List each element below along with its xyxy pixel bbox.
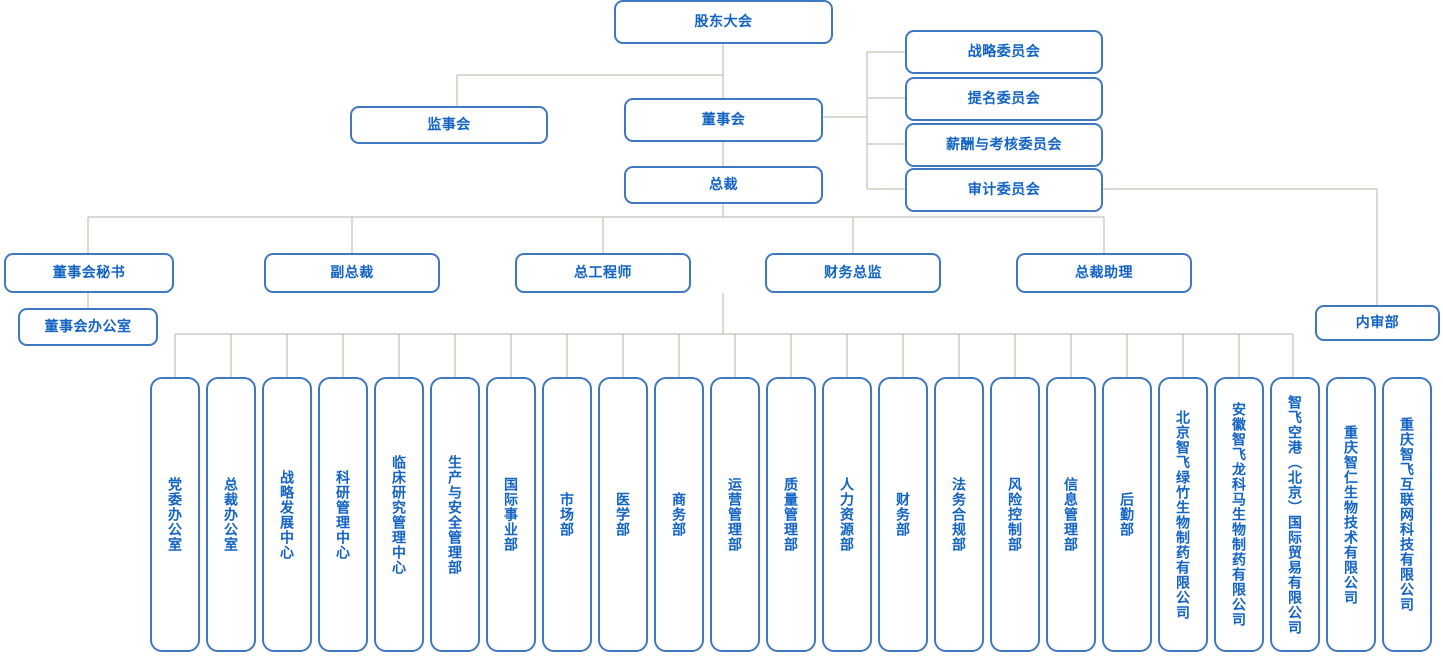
node-label: 审计委员会	[967, 181, 1041, 198]
node-subsidiary[interactable]: 重庆智飞互联网科技有限公司	[1382, 377, 1432, 652]
node-label: 副总裁	[330, 264, 374, 281]
node-department[interactable]: 质量管理部	[766, 377, 816, 652]
node-label: 法务合规部	[951, 477, 968, 552]
node-department[interactable]: 临床研究管理中心	[374, 377, 424, 652]
node-label: 医学部	[615, 492, 632, 537]
node-department[interactable]: 法务合规部	[934, 377, 984, 652]
node-committee-compensation[interactable]: 薪酬与考核委员会	[905, 123, 1103, 167]
node-department[interactable]: 商务部	[654, 377, 704, 652]
node-subsidiary[interactable]: 重庆智仁生物技术有限公司	[1326, 377, 1376, 652]
node-label: 人力资源部	[839, 477, 856, 552]
node-cfo[interactable]: 财务总监	[765, 253, 941, 293]
node-label: 总裁助理	[1075, 264, 1133, 281]
node-department[interactable]: 国际事业部	[486, 377, 536, 652]
node-label: 董事会办公室	[44, 318, 132, 335]
node-label: 薪酬与考核委员会	[946, 136, 1062, 153]
node-department[interactable]: 党委办公室	[150, 377, 200, 652]
node-subsidiary[interactable]: 智飞空港（北京）国际贸易有限公司	[1270, 377, 1320, 652]
node-label: 党委办公室	[167, 477, 184, 552]
node-label: 战略委员会	[967, 43, 1041, 60]
node-label: 科研管理中心	[335, 469, 352, 560]
node-department[interactable]: 生产与安全管理部	[430, 377, 480, 652]
node-label: 生产与安全管理部	[447, 454, 464, 575]
node-department[interactable]: 运营管理部	[710, 377, 760, 652]
node-label: 北京智飞绿竹生物制药有限公司	[1175, 409, 1192, 620]
node-shareholders-meeting[interactable]: 股东大会	[614, 0, 833, 44]
node-label: 董事会秘书	[52, 264, 126, 281]
node-department[interactable]: 战略发展中心	[262, 377, 312, 652]
node-label: 董事会	[701, 111, 746, 128]
node-department[interactable]: 风险控制部	[990, 377, 1040, 652]
node-label: 风险控制部	[1007, 477, 1024, 552]
node-subsidiary[interactable]: 北京智飞绿竹生物制药有限公司	[1158, 377, 1208, 652]
node-department[interactable]: 信息管理部	[1046, 377, 1096, 652]
node-label: 监事会	[427, 116, 471, 133]
node-label: 智飞空港（北京）国际贸易有限公司	[1287, 394, 1304, 635]
node-board-of-directors[interactable]: 董事会	[624, 98, 823, 142]
node-label: 财务部	[895, 492, 912, 537]
node-label: 重庆智仁生物技术有限公司	[1343, 424, 1360, 605]
node-department[interactable]: 人力资源部	[822, 377, 872, 652]
node-board-office[interactable]: 董事会办公室	[18, 308, 158, 346]
node-label: 总工程师	[574, 264, 632, 281]
node-label: 市场部	[559, 492, 576, 537]
node-label: 财务总监	[824, 264, 882, 281]
node-label: 质量管理部	[783, 477, 800, 552]
node-department[interactable]: 医学部	[598, 377, 648, 652]
node-label: 内审部	[1355, 314, 1400, 331]
node-supervisory-board[interactable]: 监事会	[350, 106, 548, 144]
node-label: 战略发展中心	[279, 469, 296, 560]
node-label: 重庆智飞互联网科技有限公司	[1399, 417, 1416, 612]
node-label: 总裁	[709, 176, 738, 193]
node-internal-audit[interactable]: 内审部	[1315, 305, 1440, 341]
node-department[interactable]: 市场部	[542, 377, 592, 652]
node-label: 国际事业部	[503, 477, 520, 552]
node-committee-nomination[interactable]: 提名委员会	[905, 77, 1103, 121]
node-label: 提名委员会	[967, 90, 1041, 107]
node-committee-audit[interactable]: 审计委员会	[905, 168, 1103, 212]
node-president[interactable]: 总裁	[624, 166, 823, 204]
node-label: 运营管理部	[727, 477, 744, 552]
node-label: 后勤部	[1119, 492, 1136, 537]
node-label: 股东大会	[694, 13, 753, 30]
node-department[interactable]: 后勤部	[1102, 377, 1152, 652]
node-president-assistant[interactable]: 总裁助理	[1016, 253, 1192, 293]
node-department[interactable]: 总裁办公室	[206, 377, 256, 652]
node-label: 信息管理部	[1063, 477, 1080, 552]
node-department[interactable]: 财务部	[878, 377, 928, 652]
node-label: 商务部	[671, 492, 688, 537]
node-subsidiary[interactable]: 安徽智飞龙科马生物制药有限公司	[1214, 377, 1264, 652]
node-board-secretary[interactable]: 董事会秘书	[4, 253, 174, 293]
node-label: 临床研究管理中心	[391, 454, 408, 575]
node-committee-strategy[interactable]: 战略委员会	[905, 30, 1103, 74]
node-label: 总裁办公室	[223, 477, 240, 552]
node-vice-president[interactable]: 副总裁	[264, 253, 440, 293]
node-chief-engineer[interactable]: 总工程师	[515, 253, 691, 293]
node-label: 安徽智飞龙科马生物制药有限公司	[1231, 402, 1248, 627]
node-department[interactable]: 科研管理中心	[318, 377, 368, 652]
